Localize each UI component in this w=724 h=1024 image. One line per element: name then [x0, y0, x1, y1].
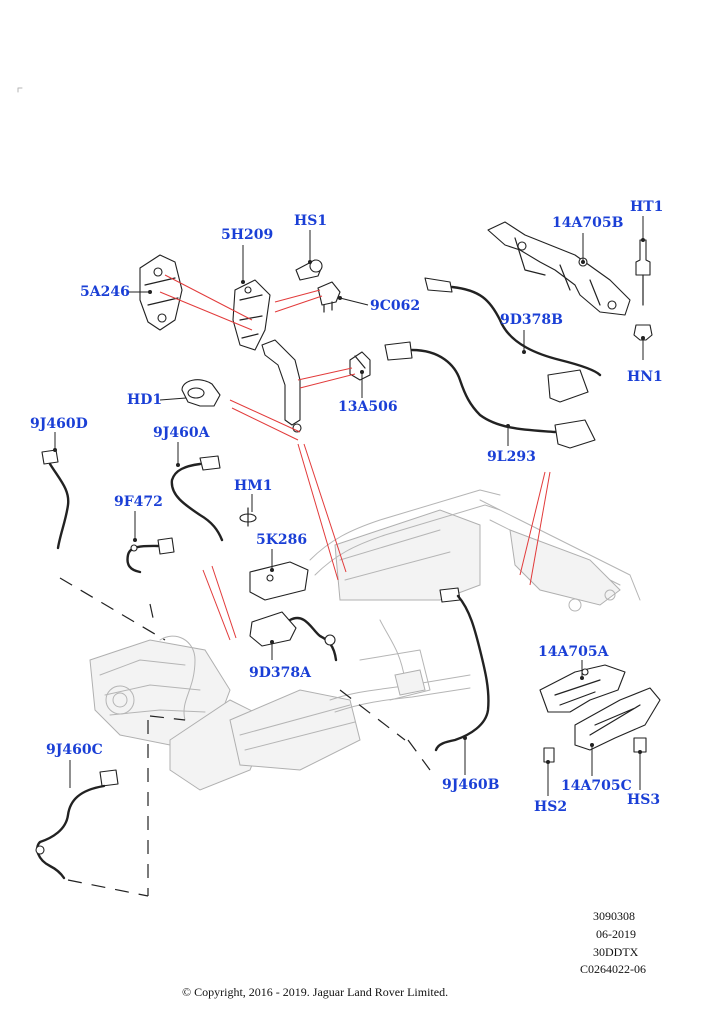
label-14A705C: 14A705C [561, 778, 632, 794]
label-14A705A: 14A705A [538, 644, 609, 660]
label-5A246: 5A246 [80, 284, 130, 300]
label-5H209: 5H209 [221, 227, 274, 243]
label-9F472: 9F472 [114, 494, 163, 510]
label-5K286: 5K286 [256, 532, 308, 548]
part-9J460D-sensor [41, 449, 70, 550]
label-9J460C: 9J460C [46, 742, 103, 758]
part-HT1-stud [635, 239, 651, 306]
label-9J460B: 9J460B [442, 777, 500, 793]
label-9J460A: 9J460A [153, 425, 210, 441]
part-9D378B-harness [424, 277, 602, 403]
part-HM1-grommet [239, 507, 257, 527]
part-9J460A-sensor [170, 455, 224, 542]
label-13A506: 13A506 [338, 399, 398, 415]
part-5H209-bracket [232, 279, 302, 433]
part-13A506-clip [349, 351, 371, 381]
label-9D378B: 9D378B [500, 312, 563, 328]
part-9C062-sensor [317, 281, 341, 313]
label-HT1: HT1 [630, 199, 664, 215]
part-HS3-stud [633, 737, 647, 753]
part-HD1-clip [181, 379, 221, 407]
label-9L293: 9L293 [487, 449, 536, 465]
part-9D378A-module [249, 611, 338, 662]
label-9J460D: 9J460D [30, 416, 88, 432]
routing-dashed-lines [59, 577, 431, 897]
label-HN1: HN1 [627, 369, 663, 385]
part-9L293-harness [384, 341, 596, 449]
label-9C062: 9C062 [370, 298, 421, 314]
part-14A705A-heat-shield [539, 664, 626, 713]
part-HN1-nut [633, 324, 653, 341]
reference-code: C0264022-06 [580, 962, 646, 976]
label-14A705B: 14A705B [552, 215, 624, 231]
part-9J460B-sensor [434, 587, 490, 752]
leader-lines [53, 216, 645, 796]
part-5K286-bracket [249, 561, 309, 601]
part-9J460C-sensor [35, 769, 119, 880]
exhaust-assembly-ghost [89, 489, 641, 791]
label-9D378A: 9D378A [249, 665, 311, 681]
callout-lines [159, 274, 551, 641]
part-14A705C-heat-shield [574, 687, 661, 751]
engine-code: 30DDTX [593, 945, 639, 959]
part-9F472-sensor [126, 537, 175, 574]
illustration-number: 3090308 [593, 909, 635, 923]
label-HS1: HS1 [294, 213, 328, 229]
part-14A705B-heat-shield [487, 221, 631, 316]
label-HS3: HS3 [627, 792, 661, 808]
label-HM1: HM1 [234, 478, 273, 494]
label-HD1: HD1 [127, 392, 163, 408]
illustration-date: 06-2019 [596, 927, 636, 941]
copyright-notice: © Copyright, 2016 - 2019. Jaguar Land Ro… [182, 985, 449, 999]
part-HS2-stud [543, 747, 555, 763]
part-HS1-stud [295, 259, 323, 281]
corner-mark [17, 87, 23, 93]
label-HS2: HS2 [534, 799, 568, 815]
